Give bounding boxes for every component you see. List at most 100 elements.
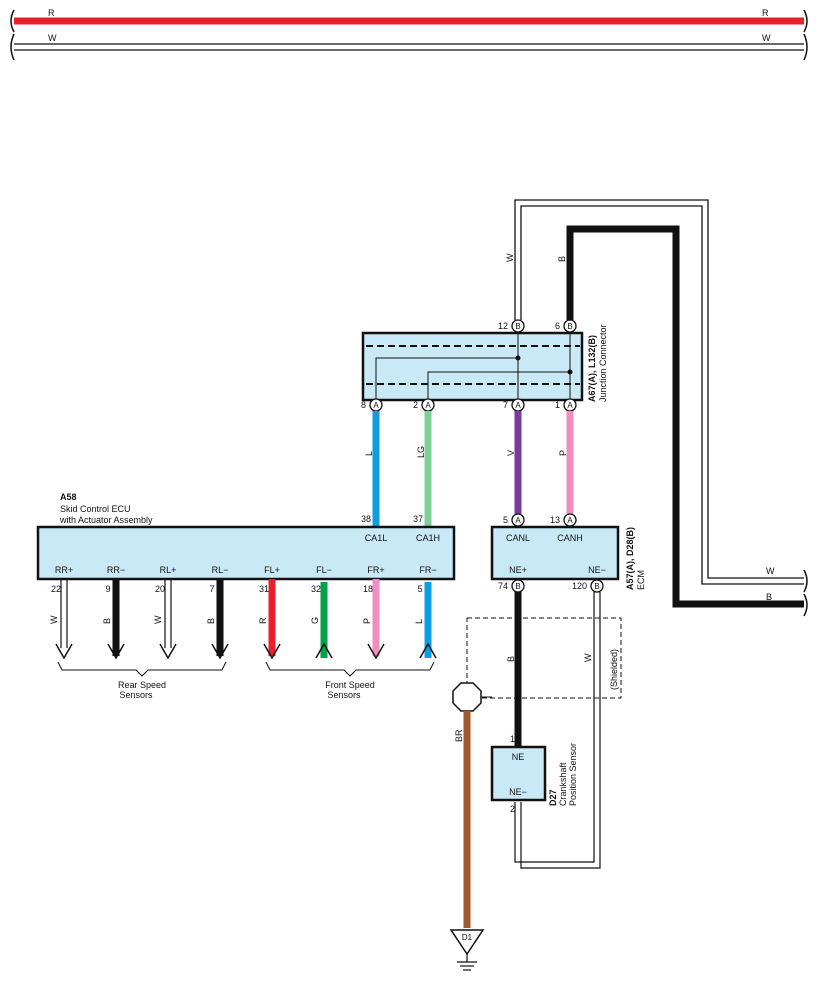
shield-box [466, 617, 622, 699]
right-wire-b-label: B [766, 592, 772, 602]
skid-ecu-name-line2: with Actuator Assembly [59, 515, 153, 525]
wire-label-p: P [558, 450, 568, 456]
junction-pin-8: A 8 [361, 398, 383, 412]
ecm-pin-canh-label: CANH [557, 533, 583, 543]
front-sensors-brace [265, 661, 435, 677]
junction-pin-6-num: 6 [555, 321, 560, 331]
junction-pin-1-num: 1 [555, 400, 560, 410]
wire-b-junction-loop [566, 225, 808, 617]
wire-rr-minus [107, 579, 125, 660]
junction-pin-12: B 12 [498, 319, 525, 333]
wire-label-lg: LG [416, 446, 426, 458]
wire-w-ne-minus [514, 592, 601, 869]
skid-pin-rr-minus-num: 9 [105, 584, 110, 594]
junction-pin-8-num: 8 [361, 400, 366, 410]
ecm-pin-120-conn: B [594, 582, 599, 591]
top-wire-red-label-right: R [762, 8, 769, 18]
ecm-pin-120-num: 120 [572, 581, 587, 591]
wire-label-v: V [506, 450, 516, 456]
skid-ecu-pin-37-label: CA1H [416, 533, 440, 543]
skid-pin-rl-minus-num: 7 [209, 584, 214, 594]
skid-ecu-id: A58 [60, 492, 77, 502]
ground-d1-triangle-icon [449, 929, 485, 956]
ecm-pin-ne-minus-label: NE− [588, 565, 606, 575]
wire-rl-minus [211, 579, 229, 660]
ecm-pin-74-num: 74 [498, 581, 508, 591]
wire-label-fr-plus: P [362, 618, 372, 624]
wire-label-br: BR [454, 729, 464, 742]
ecm-pin-5-num: 5 [503, 515, 508, 525]
junction-pin-12-num: 12 [498, 321, 508, 331]
skid-pin-fr-plus-num: 18 [363, 584, 373, 594]
wire-fl-plus [263, 579, 281, 660]
crank-sensor-id: D27 [548, 789, 558, 806]
skid-pin-rr-minus: RR− 9 [105, 565, 125, 594]
wire-label-rr-minus: B [102, 618, 112, 624]
wire-label-fr-minus: L [414, 619, 424, 624]
skid-pin-rr-plus: RR+ 22 [51, 565, 73, 594]
skid-pin-rl-minus: RL− 7 [209, 565, 228, 594]
junction-pin-6: B 6 [555, 319, 577, 333]
crank-sensor-name-line1: Crankshaft [558, 762, 568, 806]
ecm-pin-13-conn: A [567, 516, 573, 525]
junction-connector-name: Junction Connector [598, 324, 608, 402]
front-sensors-label-line2: Sensors [327, 690, 361, 700]
skid-pin-rl-plus: RL+ 20 [155, 565, 176, 594]
wire-label-fl-plus: R [258, 617, 268, 624]
top-wire-red-label-left: R [48, 8, 55, 18]
top-wire-white-label-right: W [762, 33, 771, 43]
ecm-name: ECM [636, 570, 646, 590]
crank-sensor-ne-minus-label: NE− [509, 787, 527, 797]
junction-pin-6-conn: B [567, 322, 572, 331]
skid-ecu-name-line1: Skid Control ECU [60, 504, 131, 514]
skid-pin-fr-minus-num: 5 [417, 584, 422, 594]
skid-pin-fr-minus-label: FR− [419, 565, 436, 575]
ground-d1-label: D1 [462, 933, 473, 942]
wire-label-w-ne: W [583, 653, 593, 662]
ground-symbol-icon [457, 954, 477, 971]
front-sensors-label-line1: Front Speed [325, 680, 375, 690]
top-wire-white [10, 33, 808, 61]
skid-ecu-pin-38-label: CA1L [365, 533, 388, 543]
junction-pin-7: A 7 [503, 398, 525, 412]
skid-ecu-pin-38-num: 38 [361, 514, 371, 524]
wire-fl-minus [315, 582, 333, 659]
skid-pin-rr-plus-label: RR+ [55, 565, 73, 575]
ecm-pin-74: B 74 [498, 579, 525, 593]
junction-pin-1: A 1 [555, 398, 577, 412]
crank-sensor-name-line2: Position Sensor [568, 743, 578, 806]
ecm-pin-13-num: 13 [550, 515, 560, 525]
ecm-pin-5: A 5 [503, 513, 525, 527]
wire-label-l: L [364, 451, 374, 456]
wire-label-w-top: W [505, 253, 515, 262]
crank-sensor-box [490, 745, 547, 802]
rear-sensors-brace [57, 661, 227, 677]
junction-pin-12-conn: B [515, 322, 520, 331]
ecm-box [490, 525, 620, 581]
top-wire-red [10, 9, 808, 33]
skid-pin-fl-plus: FL+ 31 [259, 565, 280, 594]
ecm-id: A57(A), D28(B) [625, 527, 635, 590]
junction-pin-2: A 2 [413, 398, 435, 412]
junction-pin-1-conn: A [567, 401, 573, 410]
skid-pin-fl-minus: FL− 32 [311, 565, 332, 594]
skid-pin-fl-plus-label: FL+ [264, 565, 280, 575]
crank-sensor-ne-label: NE [512, 752, 525, 762]
skid-pin-fr-plus-label: FR+ [367, 565, 384, 575]
top-wire-white-label-left: W [48, 33, 57, 43]
skid-ecu-box [36, 525, 456, 581]
wire-label-b-top: B [557, 256, 567, 262]
wire-label-rl-plus: W [153, 615, 163, 624]
wire-label-b-ne: B [506, 656, 516, 662]
shielded-label: (Shielded) [609, 649, 619, 690]
skid-pin-fl-minus-label: FL− [316, 565, 332, 575]
right-wire-w-label: W [766, 566, 775, 576]
rear-sensors-label-line1: Rear Speed [118, 680, 166, 690]
junction-pin-7-conn: A [515, 401, 521, 410]
wire-rr-plus [55, 579, 73, 660]
junction-connector-id: A67(A), L132(B) [587, 335, 597, 402]
wire-w-junction-loop [514, 199, 808, 593]
skid-pin-rl-plus-num: 20 [155, 584, 165, 594]
wire-fr-minus [419, 582, 437, 659]
wire-label-rl-minus: B [206, 618, 216, 624]
